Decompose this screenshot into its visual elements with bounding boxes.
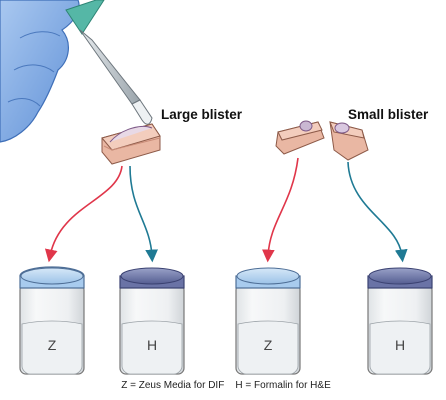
specimen-jar-1: Z: [19, 266, 85, 375]
large-blister-sample: [101, 123, 161, 165]
gloved-hand-icon: [0, 0, 80, 143]
blue-arrow-large-to-h: [129, 165, 159, 263]
specimen-jar-3: Z: [235, 267, 301, 375]
scalpel-icon: [65, 0, 153, 125]
specimen-jar-4: H: [367, 267, 433, 375]
jar-2-letter: H: [147, 337, 157, 353]
large-blister-label: Large blister: [161, 107, 243, 122]
jar-3-letter: Z: [264, 337, 273, 353]
caption: Z = Zeus Media for DIF H = Formalin for …: [121, 380, 331, 391]
red-arrow-large-to-z: [44, 165, 123, 263]
small-blister-label: Small blister: [348, 107, 429, 122]
specimen-jar-2: H: [119, 267, 185, 375]
jar-1-letter: Z: [48, 337, 57, 353]
jar-4-letter: H: [395, 337, 405, 353]
blue-arrow-small-to-h: [347, 161, 408, 263]
small-blister-sample: [275, 120, 369, 161]
red-arrow-small-to-z: [261, 157, 299, 263]
